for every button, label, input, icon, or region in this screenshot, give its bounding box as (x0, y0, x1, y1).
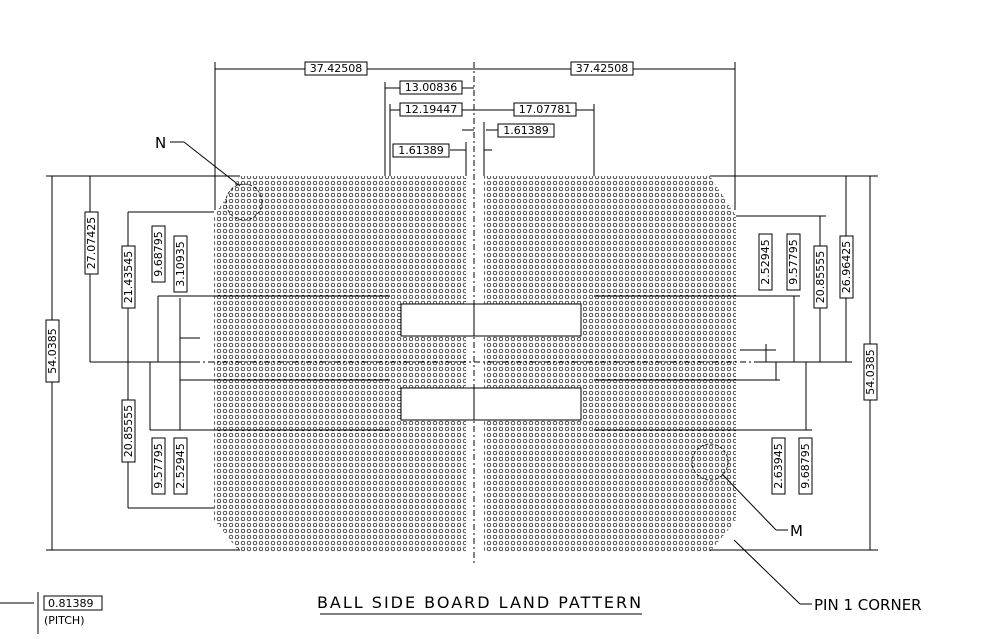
dim-left-957: 9.57795 (152, 443, 165, 489)
pitch-note: 0.81389 (PITCH) (0, 592, 103, 634)
callout-n: N (155, 134, 263, 221)
dim-top-17: 17.07781 (519, 103, 572, 116)
dim-left-252: 2.52945 (174, 443, 187, 489)
dim-left-310: 3.10935 (174, 241, 187, 287)
dim-right-20: 20.85555 (814, 251, 827, 304)
callout-pin1: PIN 1 CORNER (733, 539, 922, 614)
ball-field-right (484, 176, 736, 552)
center-slot-lower (400, 387, 582, 421)
dim-right-263: 2.63945 (772, 443, 785, 489)
drawing-title: BALL SIDE BOARD LAND PATTERN (317, 593, 643, 615)
dim-top-12: 12.19447 (405, 103, 458, 116)
pitch-value: 0.81389 (48, 597, 94, 610)
dim-right-overall: 54.0385 (864, 349, 877, 395)
dim-top-161-right: 1.61389 (503, 124, 549, 137)
dim-right-957: 9.57795 (787, 239, 800, 285)
dim-left-968: 9.68795 (152, 231, 165, 277)
title-text: BALL SIDE BOARD LAND PATTERN (317, 593, 643, 612)
dim-left-overall: 54.0385 (46, 328, 59, 374)
ball-field-left (214, 176, 466, 552)
callout-n-label: N (155, 134, 166, 152)
dim-left-21: 21.43545 (122, 251, 135, 304)
dim-left-27: 27.07425 (85, 217, 98, 270)
top-dimensions: 37.42508 37.42508 13.00836 12.19447 17.0… (214, 61, 736, 210)
center-slot-upper (400, 303, 582, 337)
dim-right-968: 9.68795 (799, 443, 812, 489)
dim-right-252: 2.52945 (759, 239, 772, 285)
dim-right-26: 26.96425 (840, 241, 853, 294)
dim-top-left-width: 37.42508 (310, 62, 363, 75)
pitch-label: (PITCH) (44, 614, 85, 627)
dim-top-161-left: 1.61389 (398, 144, 444, 157)
dim-left-20: 20.85555 (122, 405, 135, 458)
ball-field (194, 62, 756, 566)
callout-pin1-label: PIN 1 CORNER (814, 596, 922, 614)
dim-top-right-width: 37.42508 (576, 62, 629, 75)
left-dimensions: 54.0385 27.07425 21.43545 9.68795 3.1093… (45, 175, 390, 551)
callout-m-label: M (790, 522, 803, 540)
callout-m: M (691, 443, 803, 540)
dim-top-13: 13.00836 (405, 81, 458, 94)
right-dimensions: 54.0385 2.52945 9.57795 20.85555 26.9642… (594, 175, 878, 551)
